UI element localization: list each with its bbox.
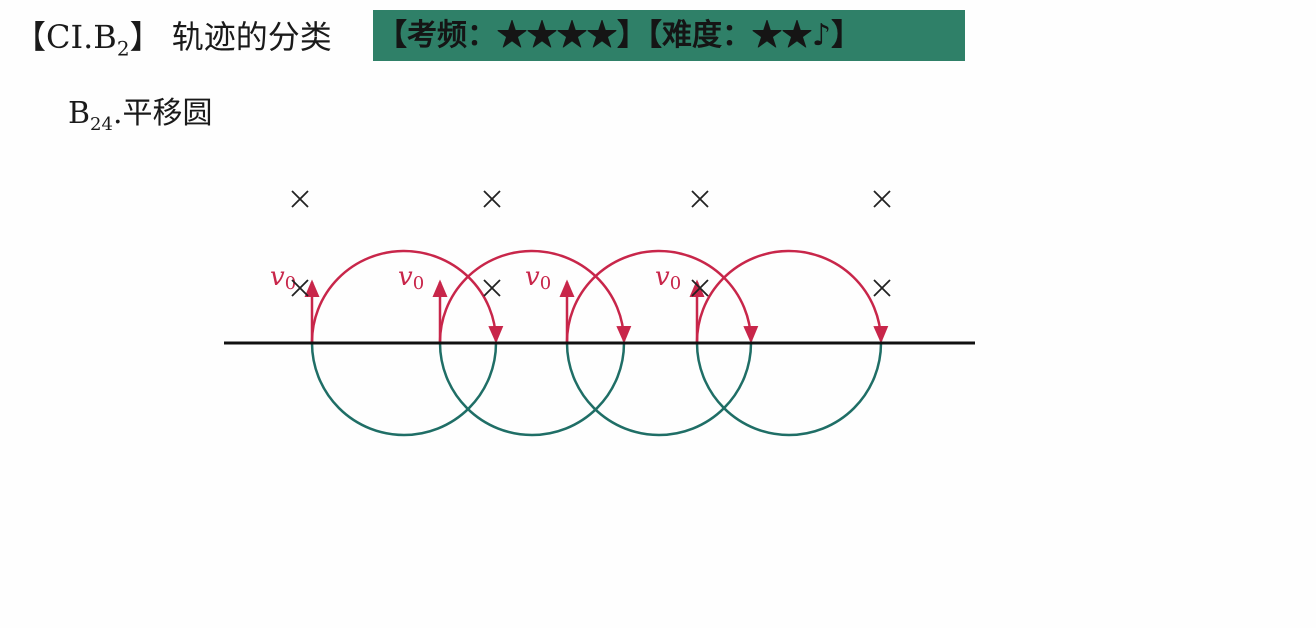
sub-index: 24	[90, 114, 113, 135]
lower-arc	[695, 342, 883, 437]
upper-arc	[565, 249, 759, 344]
sub-prefix: B	[68, 96, 91, 131]
magnetic-field-cross-icon	[483, 279, 501, 297]
magnetic-field-cross-icon	[483, 190, 501, 208]
subheading: B24.平移圆	[68, 88, 213, 135]
title-text: 轨迹的分类	[171, 18, 332, 56]
magnetic-field-cross-icon	[291, 190, 309, 208]
section-code-sub: 2	[116, 36, 130, 61]
lower-arc	[565, 342, 753, 437]
magnetic-field-cross-icon	[291, 279, 309, 297]
velocity-label: v0	[398, 262, 424, 294]
upper-arc	[310, 249, 504, 344]
velocity-label: v0	[525, 262, 551, 294]
upper-arc	[695, 249, 889, 344]
lower-arc	[438, 342, 626, 437]
frequency-difficulty-badge: 【考频：★★★★】【难度：★★♪】	[373, 10, 965, 61]
section-code: 【CI.B	[14, 18, 117, 56]
magnetic-field-cross-icon	[873, 279, 891, 297]
velocity-label: v0	[655, 262, 681, 294]
section-bracket: 】	[129, 18, 162, 56]
section-title: 【CI.B2】 轨迹的分类	[14, 12, 332, 60]
velocity-label: v0	[270, 262, 296, 294]
lower-arc	[310, 342, 498, 437]
magnetic-field-cross-icon	[691, 190, 709, 208]
sub-text: .平移圆	[112, 96, 213, 131]
upper-arc	[438, 249, 632, 344]
magnetic-field-cross-icon	[873, 190, 891, 208]
magnetic-field-cross-icon	[691, 279, 709, 297]
